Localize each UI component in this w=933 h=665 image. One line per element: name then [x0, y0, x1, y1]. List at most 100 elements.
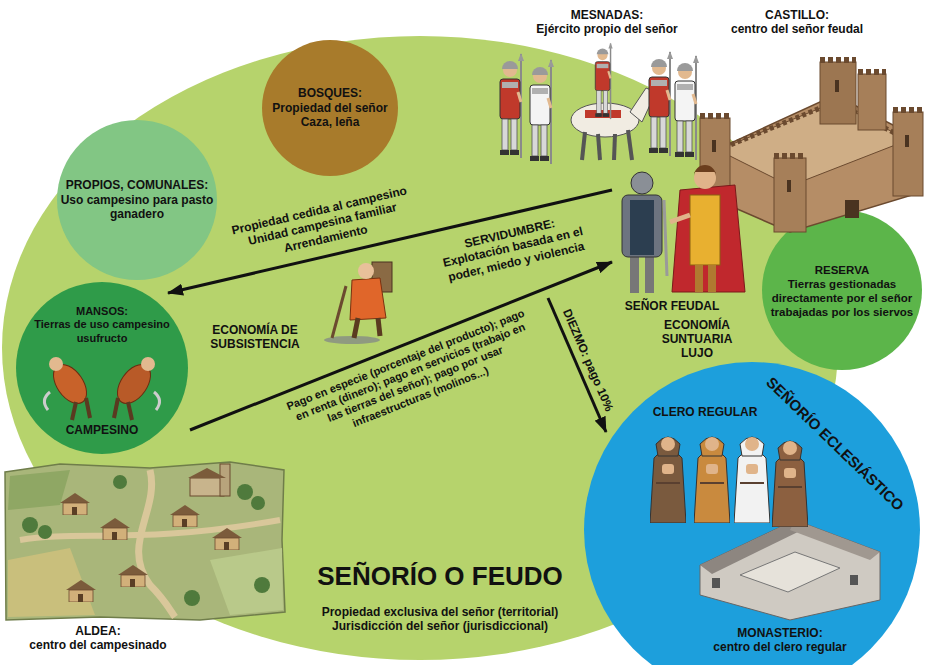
castle-illustration-part — [858, 74, 886, 130]
heading-text: RESERVA — [767, 264, 917, 278]
note-text: ECONOMÍA DE SUBSISTENCIA — [199, 323, 311, 352]
monastery-illustration-part — [740, 552, 840, 592]
body-text: Jurisdicción del señor (jurisdiccional) — [270, 619, 610, 633]
village-illustration-part — [118, 565, 148, 587]
text-group: RESERVATierras gestionadas directamente … — [767, 264, 917, 319]
village-illustration — [5, 462, 285, 620]
village-illustration-part — [113, 475, 127, 489]
village-illustration-part — [8, 470, 70, 510]
zone-circle: PROPIOS, COMUNALES:Uso campesino para pa… — [57, 120, 217, 280]
heading-text: MANSOS: — [31, 305, 173, 318]
castle-illustration-part — [774, 153, 806, 159]
text-group: ECONOMÍA DE SUBSISTENCIA — [199, 323, 311, 352]
text-group: PROPIOS, COMUNALES:Uso campesino para pa… — [58, 178, 216, 221]
mesnadas-illustration-part — [598, 134, 600, 160]
mesnadas-illustration-part — [675, 55, 699, 160]
figure-caption: CLERO REGULAR — [635, 405, 775, 419]
zone-circle-fill — [57, 120, 217, 280]
zone-circle: MANSOS:Tierras de uso campesino usufruct… — [16, 282, 188, 454]
mesnadas-illustration-part — [595, 43, 612, 119]
walker-illustration-part — [378, 318, 380, 336]
text-group: CASTILLO:centro del señor feudal — [697, 8, 897, 37]
village-illustration-part — [5, 462, 285, 620]
heading-text: ALDEA: — [8, 624, 188, 638]
body-text: Tierras gestionadas directamente por el … — [767, 278, 917, 319]
zone-circle-fill — [762, 210, 922, 370]
castle-illustration-part — [820, 57, 856, 63]
lord-illustration-part — [645, 255, 654, 293]
monastery-illustration-part — [850, 575, 858, 585]
text-group: ECONOMÍA SUNTUARIA LUJO — [651, 319, 743, 360]
body-text: centro del señor feudal — [697, 22, 897, 36]
text-group: SEÑORÍO O FEUDO — [230, 561, 650, 592]
heading-text: BOSQUES: — [265, 86, 395, 100]
text-group: SEÑOR FEUDAL — [612, 299, 732, 313]
village-illustration-part — [139, 470, 175, 617]
castle-illustration-part — [774, 158, 806, 232]
heading-text: PROPIOS, COMUNALES: — [58, 178, 216, 192]
peasants-illustration-part — [141, 357, 155, 371]
lord-illustration-part — [631, 172, 653, 194]
village-illustration-part — [188, 468, 226, 478]
village-illustration-part — [220, 464, 230, 496]
figure-caption: SEÑOR FEUDAL — [612, 299, 732, 313]
church-circle-fill — [584, 362, 920, 665]
walker-illustration-part — [350, 278, 386, 320]
lord-illustration-part — [622, 195, 662, 257]
village-illustration-part — [212, 528, 242, 550]
village-illustration-part — [60, 493, 90, 515]
castle-illustration-part — [905, 135, 909, 147]
village-illustration-part — [100, 518, 130, 540]
mesnadas-illustration-part — [649, 51, 673, 156]
body-text: Uso campesino para pasto ganadero — [58, 193, 216, 222]
village-illustration-part — [8, 548, 95, 617]
mesnadas-illustration-part — [500, 53, 524, 158]
castle-illustration-part — [712, 140, 716, 152]
body-text: Propiedad del señor Caza, leña — [265, 101, 395, 130]
lord-illustration-part — [695, 265, 703, 292]
text-group: SEÑORÍO ECLESIÁSTICO — [742, 354, 927, 534]
arc-title: SEÑORÍO ECLESIÁSTICO — [742, 354, 927, 534]
text-group: MESNADAS:Ejército propio del señor — [507, 8, 707, 37]
heading-text: CASTILLO: — [697, 8, 897, 22]
village-illustration-part — [38, 525, 52, 539]
text-group: BOSQUES:Propiedad del señor Caza, leña — [265, 86, 395, 129]
church-circle: SEÑORÍO ECLESIÁSTICOCLERO REGULARMONASTE… — [584, 362, 920, 665]
village-illustration-part — [22, 517, 38, 533]
zone-circle: BOSQUES:Propiedad del señor Caza, leña — [262, 40, 398, 176]
heading-text: MESNADAS: — [507, 8, 707, 22]
text-group: MANSOS:Tierras de uso campesino usufruct… — [31, 305, 173, 345]
body-text: Ejército propio del señor — [507, 22, 707, 36]
peasants-illustration-part — [49, 357, 63, 371]
title-text: SEÑORÍO O FEUDO — [230, 561, 650, 592]
body-text: Propiedad exclusiva del señor (territori… — [270, 605, 610, 619]
castle-illustration-part — [893, 112, 923, 196]
village-illustration-part — [170, 505, 200, 527]
castle-illustration-part — [893, 107, 923, 113]
lord-illustration-part — [630, 255, 639, 293]
castle-illustration-part — [845, 200, 859, 218]
walker-illustration-part — [358, 263, 374, 279]
text-group: CLERO REGULAR — [635, 405, 775, 419]
castle-illustration-part — [787, 180, 791, 192]
lord-illustration-part — [630, 200, 654, 255]
body-text: centro del clero regular — [690, 640, 870, 654]
village-illustration-part — [20, 520, 280, 540]
lord-illustration-part — [708, 265, 716, 292]
text-group: ALDEA:centro del campesinado — [8, 624, 188, 653]
castle-illustration-part — [835, 80, 839, 92]
castle-illustration-part — [700, 113, 730, 119]
heading-text: MONASTERIO: — [690, 626, 870, 640]
mesnadas-illustration-part — [530, 59, 554, 164]
mesnadas-illustration-part — [614, 134, 615, 160]
village-illustration-part — [66, 580, 96, 602]
text-group: CAMPESINO — [42, 423, 162, 437]
text-group: MONASTERIO:centro del clero regular — [690, 626, 870, 655]
lord-illustration-part — [672, 185, 745, 292]
zone-circle: RESERVATierras gestionadas directamente … — [762, 210, 922, 370]
village-illustration-part — [237, 484, 253, 500]
text-group: Propiedad exclusiva del señor (territori… — [270, 605, 610, 634]
village-illustration-part — [210, 548, 283, 615]
zone-circle-fill — [262, 40, 398, 176]
